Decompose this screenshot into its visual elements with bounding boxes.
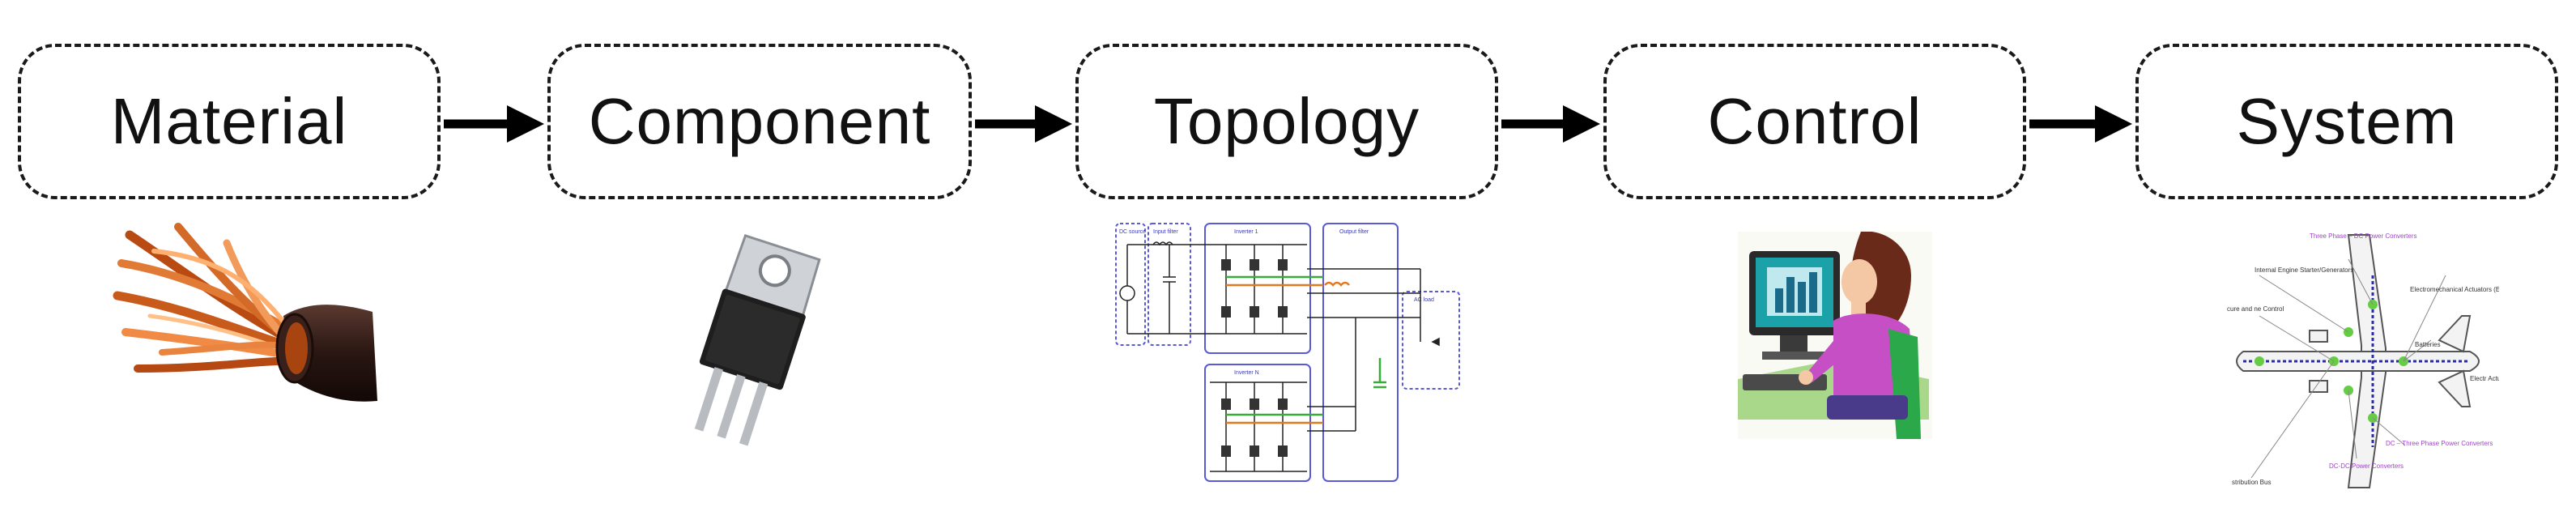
stage-label-control: Control bbox=[1707, 85, 1922, 157]
stage-label-system: System bbox=[2236, 85, 2458, 157]
output-filter-block bbox=[1322, 223, 1399, 482]
stage-label-material: Material bbox=[110, 85, 348, 157]
copper-strands-icon bbox=[113, 223, 304, 373]
ac-load-label: AC load bbox=[1414, 297, 1434, 303]
input-filter-block bbox=[1147, 223, 1191, 346]
stage-box-component: Component bbox=[547, 44, 972, 199]
stage-label-component: Component bbox=[588, 85, 931, 157]
arrow-material-component bbox=[444, 105, 544, 143]
label-internal-engine: Internal Engine Starter/Generators bbox=[2255, 266, 2353, 274]
label-three-phase-dc: Three Phase – DC Power Converters bbox=[2310, 232, 2417, 240]
aircraft-icon bbox=[2236, 234, 2480, 488]
label-batteries: Batteries bbox=[2415, 341, 2441, 348]
stage-label-topology: Topology bbox=[1153, 85, 1420, 157]
transistor-image bbox=[694, 234, 821, 446]
inverter-1-label: Inverter 1 bbox=[1234, 229, 1258, 235]
person-icon bbox=[1799, 232, 1921, 439]
label-dc-three-phase: DC – Three Phase Power Converters bbox=[2386, 440, 2493, 447]
aircraft-system-image: Three Phase – DC Power Converters Intern… bbox=[2227, 232, 2499, 488]
dc-source-block bbox=[1115, 223, 1146, 346]
inverter-1-block bbox=[1204, 223, 1311, 354]
stage-box-system: System bbox=[2135, 44, 2558, 199]
arrow-component-topology bbox=[975, 105, 1072, 143]
label-dc-dc: DC-DC Power Converters bbox=[2329, 462, 2404, 470]
stage-box-control: Control bbox=[1603, 44, 2026, 199]
stage-box-material: Material bbox=[18, 44, 441, 199]
label-electric-actuators: Electr Actu bbox=[2470, 375, 2499, 382]
label-electromechanical: Electromechanical Actuators (EMA) bbox=[2410, 286, 2499, 293]
input-filter-label: Input filter bbox=[1153, 229, 1178, 235]
label-distribution-bus: stribution Bus bbox=[2232, 479, 2271, 486]
stage-box-topology: Topology bbox=[1075, 44, 1498, 199]
copper-cable-image bbox=[113, 223, 377, 402]
arrow-control-system bbox=[2029, 105, 2132, 143]
monitor-icon bbox=[1749, 251, 1840, 360]
label-cure-control: cure and ne Control bbox=[2227, 305, 2284, 313]
inverter-n-label: Inverter N bbox=[1234, 370, 1259, 376]
cable-jacket-icon bbox=[275, 305, 377, 402]
ac-load-block bbox=[1402, 291, 1460, 390]
arrow-topology-control bbox=[1501, 105, 1600, 143]
output-filter-label: Output filter bbox=[1339, 229, 1369, 235]
circuit-schematic-image: DC source Input filter Inverter 1 Invert… bbox=[1115, 223, 1460, 482]
dc-source-label: DC source bbox=[1119, 229, 1146, 235]
person-at-computer-image bbox=[1738, 232, 1932, 439]
